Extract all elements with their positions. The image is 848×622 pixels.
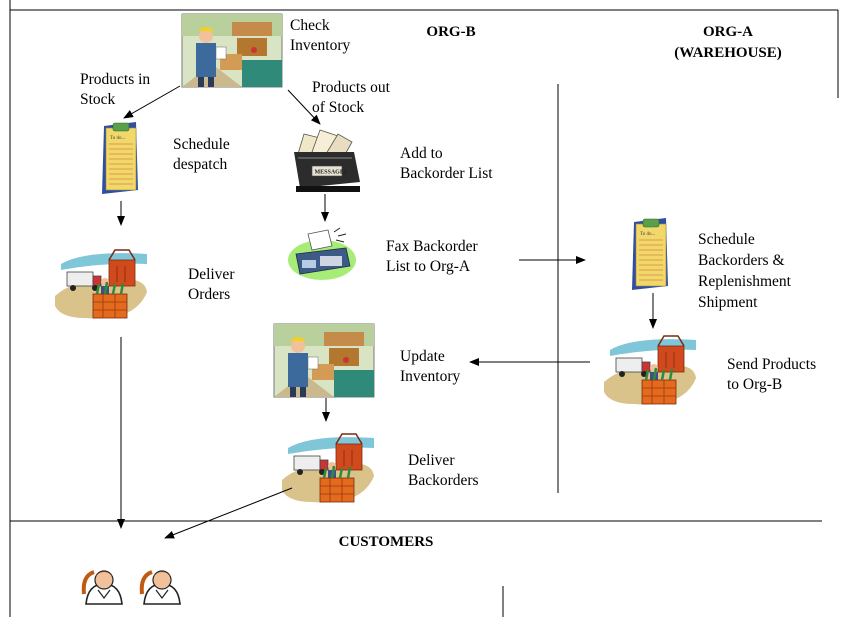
deliver-backorders-truck-icon	[280, 432, 376, 504]
org-a-header: ORG-A	[703, 24, 753, 40]
label-check-inventory: Check Inventory	[290, 17, 351, 54]
arrow-to-out-of-stock	[287, 89, 321, 125]
arrow-to-in-stock	[123, 85, 181, 119]
fax-machine-icon	[287, 227, 357, 281]
customer-woman-icon	[81, 569, 124, 606]
send-products-truck-icon	[602, 334, 698, 406]
label-deliver-backorders: Deliver Backorders	[408, 452, 479, 489]
deliver-orders-truck-icon	[53, 248, 149, 320]
update-inventory-photo-icon	[273, 323, 375, 398]
label-fax-backorder: Fax Backorder List to Org-A	[386, 238, 482, 275]
label-products-in-stock: Products in Stock	[80, 71, 154, 108]
org-a-subheader: (WAREHOUSE)	[674, 45, 782, 61]
label-deliver-orders: Deliver Orders	[188, 266, 238, 303]
org-b-header: ORG-B	[426, 24, 475, 40]
check-inventory-photo-icon	[181, 13, 283, 88]
backorder-message-tray-icon	[293, 129, 361, 193]
label-update-inventory: Update Inventory	[400, 348, 461, 385]
label-schedule-backorders: Schedule Backorders & Replenishment Ship…	[698, 231, 795, 311]
schedule-backorders-clipboard-icon	[631, 217, 669, 291]
label-send-products: Send Products to Org-B	[727, 356, 820, 393]
schedule-despatch-clipboard-icon	[101, 121, 139, 195]
arrow-backorders-to-customers	[164, 487, 293, 539]
customer-man-icon	[139, 569, 182, 606]
label-products-out-of-stock: Products out of Stock	[312, 79, 394, 116]
label-schedule-despatch: Schedule despatch	[173, 136, 234, 173]
label-add-to-backorder: Add to Backorder List	[400, 145, 493, 182]
customers-header: CUSTOMERS	[339, 534, 434, 550]
